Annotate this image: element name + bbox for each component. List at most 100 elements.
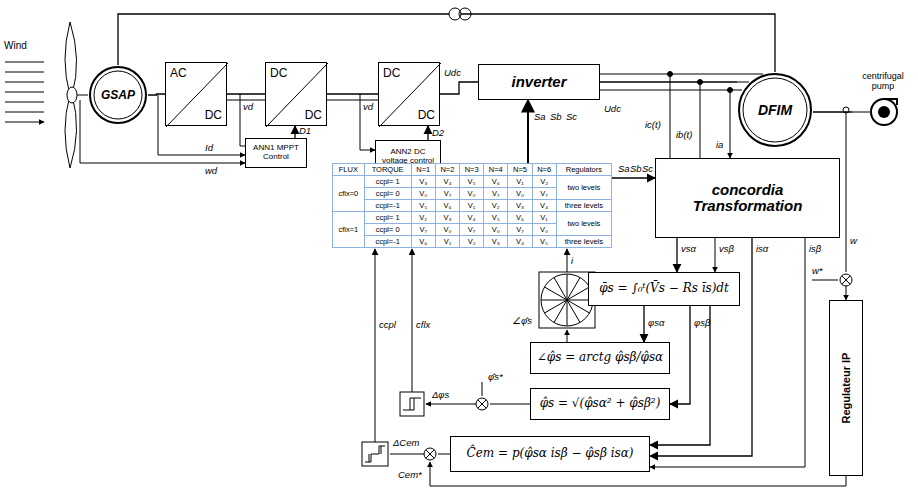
converter-output: DC xyxy=(418,108,435,122)
table-cell: V₆ xyxy=(443,201,451,210)
table-cell: V₅ xyxy=(492,213,500,222)
converter-box: DCDC xyxy=(265,62,327,126)
pump-label: centrifugal pump xyxy=(852,72,914,92)
sum-junction xyxy=(840,274,852,286)
signal-label: φsβ xyxy=(694,318,710,328)
signal-label: Sc xyxy=(642,164,653,174)
shaft xyxy=(77,95,88,96)
box-label: inverter xyxy=(511,74,566,91)
sector-wire xyxy=(567,249,568,272)
controller-box: ANN1 MPPT Control xyxy=(245,138,307,168)
table-cell: two levels xyxy=(567,219,600,228)
connector xyxy=(440,82,478,94)
transformer-coil xyxy=(459,8,471,20)
sensor xyxy=(728,88,733,93)
box-label: ∠φ̂s = arctg φ̂sβ/φ̂sα xyxy=(537,351,663,364)
box-label: φ̂s = √(φ̂sα² + φ̂sβ²) xyxy=(540,397,661,410)
table-header: N=2 xyxy=(440,165,454,174)
signal-label: Sb xyxy=(550,112,562,122)
table-cell: two levels xyxy=(567,183,600,192)
formula-box: Ĉem = p(φ̂sα isβ − φ̂sβ isα) xyxy=(450,436,650,472)
table-header: TORQUE xyxy=(372,165,404,174)
connector xyxy=(148,94,165,95)
signal-label: φsα xyxy=(648,318,664,328)
connector xyxy=(527,100,529,163)
table-cell: V₆ xyxy=(419,237,427,246)
regulator-box: Regulateur IP xyxy=(829,300,863,476)
table-cell: V₇ xyxy=(419,225,427,234)
signal-label: Udc xyxy=(444,68,461,78)
table-cell: V₀ xyxy=(468,189,476,198)
vsb-wire xyxy=(715,238,716,272)
table-cell: V₄ xyxy=(468,213,476,222)
signal-label: Udc xyxy=(604,104,621,114)
table-cell: V₀ xyxy=(443,225,451,234)
table-cell: V₅ xyxy=(468,177,476,186)
converter-output: DC xyxy=(305,108,322,122)
table-cell: V₀ xyxy=(492,225,500,234)
sum-junction xyxy=(424,448,436,460)
table-grid: FLUXTORQUEN=1N=2N=3N=4N=5N=6Regulatorscf… xyxy=(332,163,612,248)
generator-circle: GSAP xyxy=(88,65,148,125)
flux-hysteresis xyxy=(400,392,424,416)
signal-label: w* xyxy=(812,266,823,276)
signal-label: ΔCem xyxy=(393,438,419,448)
box-label: ANN1 MPPT Control xyxy=(248,144,304,162)
table-cell: three levels xyxy=(565,201,603,210)
signal-label: Δφs xyxy=(432,390,449,400)
flux-command-wire xyxy=(412,249,413,392)
converter-box: DCDC xyxy=(378,62,440,126)
signal-label: w xyxy=(850,236,857,246)
sector-spokes xyxy=(541,274,593,326)
signal-label: Sc xyxy=(566,112,577,122)
converter-output: DC xyxy=(205,108,222,122)
connector xyxy=(600,81,737,82)
table-cell: V₇ xyxy=(492,189,500,198)
table-cell: cflx=0 xyxy=(338,189,358,198)
signal-label: Sb xyxy=(630,164,642,174)
connector xyxy=(427,126,428,140)
sensor xyxy=(668,72,673,77)
table-cell: ccpl= 1 xyxy=(376,177,400,186)
connector xyxy=(676,238,677,272)
box-label: Regulateur IP xyxy=(840,353,852,424)
sum-cross xyxy=(478,400,486,408)
table-cell: V₀ xyxy=(419,189,427,198)
table-cell: V₂ xyxy=(419,213,427,222)
table-cell: V₆ xyxy=(516,213,524,222)
table-cell: V₃ xyxy=(443,213,451,222)
table-cell: ccpl= 0 xyxy=(376,189,400,198)
inverter-box: inverter xyxy=(478,64,600,100)
signal-label: φ̂s* xyxy=(488,372,503,382)
signal-label: Sa xyxy=(618,164,630,174)
formula-box: ∠φ̂s = arctg φ̂sβ/φ̂sα xyxy=(530,342,670,374)
table-cell: V₁ xyxy=(516,177,524,186)
table-cell: ccpl= 0 xyxy=(376,225,400,234)
signal-label: ∠φ̂s xyxy=(512,316,532,326)
table-cell: V₅ xyxy=(540,237,548,246)
table-cell: V₄ xyxy=(443,177,451,186)
torque-hysteresis xyxy=(362,442,388,466)
signal-label: vsβ xyxy=(719,244,734,254)
current-wires xyxy=(670,74,730,158)
signal-label: Id xyxy=(205,143,213,153)
signal-label: isβ xyxy=(809,244,821,254)
table-cell: V₀ xyxy=(540,225,548,234)
connector xyxy=(813,111,852,112)
table-header: N=5 xyxy=(513,165,527,174)
box-label: Ĉem = p(φ̂sα isβ − φ̂sβ isα) xyxy=(467,447,634,460)
table-cell: V₀ xyxy=(516,189,524,198)
sector-frame xyxy=(539,272,595,328)
flux-wires xyxy=(426,382,530,404)
table-cell: V₁ xyxy=(468,201,476,210)
box-label: concordia Transformation xyxy=(658,182,837,215)
node-label: GSAP xyxy=(101,88,135,102)
table-cell: V₃ xyxy=(516,201,524,210)
table-header: N=4 xyxy=(489,165,503,174)
sector-circle xyxy=(541,274,593,326)
signal-label: vd xyxy=(243,102,253,112)
table-cell: V₇ xyxy=(444,189,452,198)
connector xyxy=(294,126,295,138)
box-label: φ̄s = ∫₀ᵗ(V̄s − Rs īs)dt xyxy=(599,282,729,295)
signal-label: i xyxy=(571,256,573,266)
